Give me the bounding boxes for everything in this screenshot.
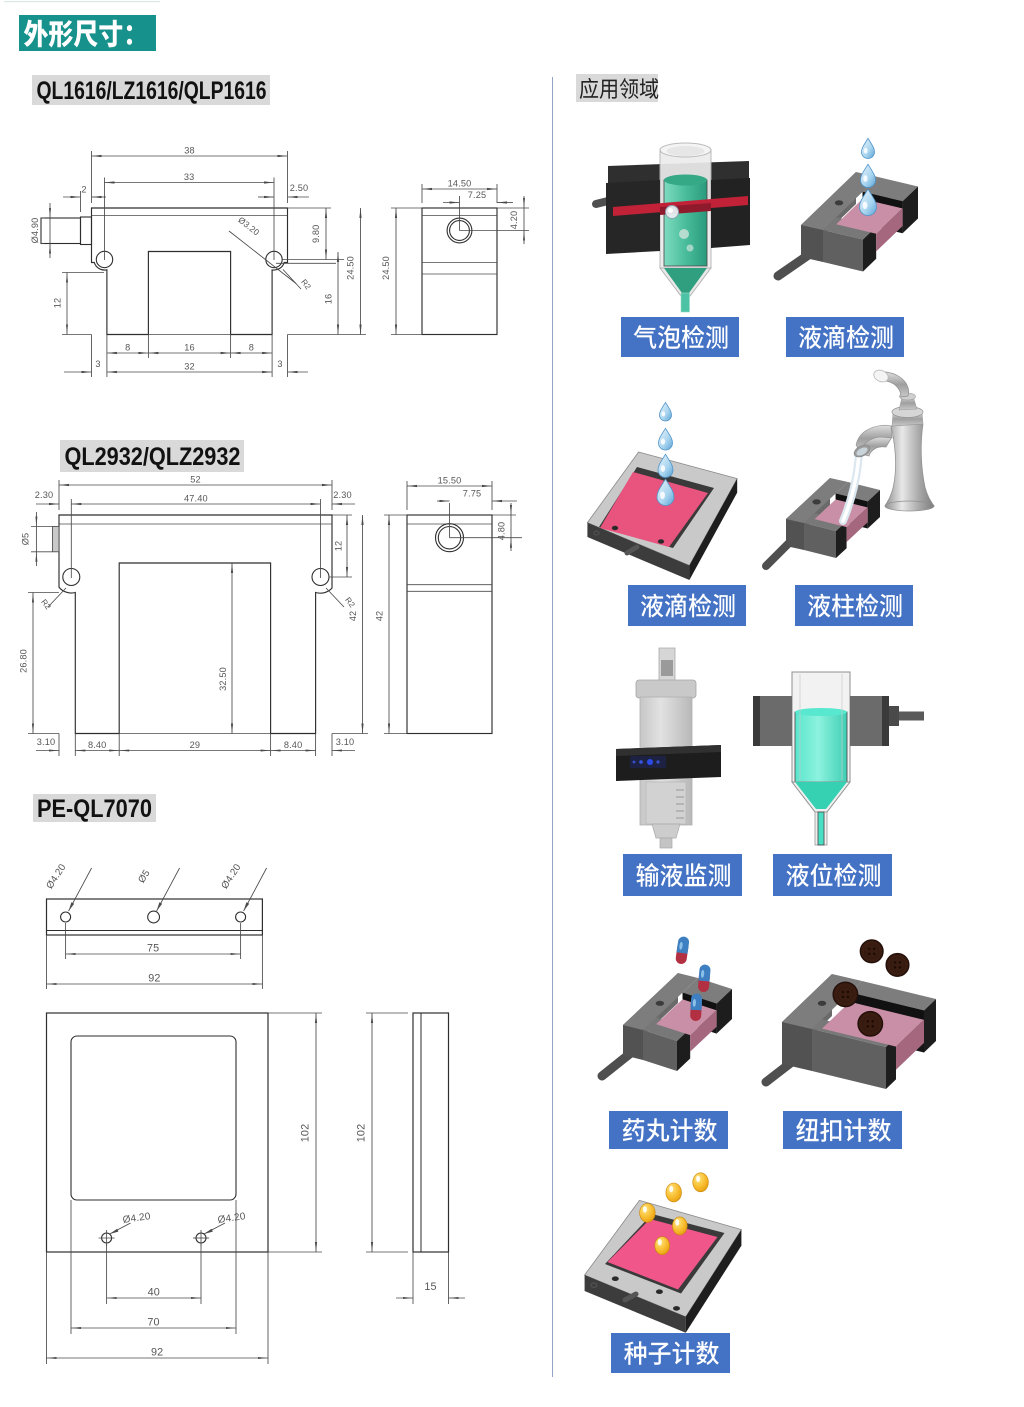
- svg-text:70: 70: [147, 1317, 159, 1329]
- svg-text:92: 92: [151, 1347, 163, 1359]
- svg-text:24.50: 24.50: [381, 256, 391, 280]
- svg-text:24.50: 24.50: [346, 256, 356, 280]
- svg-text:32: 32: [184, 362, 195, 372]
- svg-text:15: 15: [424, 1281, 436, 1293]
- svg-text:102: 102: [300, 1124, 312, 1142]
- svg-text:26.80: 26.80: [19, 649, 29, 673]
- svg-text:3.10: 3.10: [37, 737, 55, 747]
- svg-text:Ø4.90: Ø4.90: [30, 218, 40, 244]
- svg-text:8: 8: [249, 343, 254, 353]
- svg-text:16: 16: [184, 343, 195, 353]
- svg-text:4.20: 4.20: [509, 211, 519, 229]
- svg-text:4.80: 4.80: [497, 522, 507, 540]
- svg-text:12: 12: [334, 541, 344, 552]
- svg-text:3.10: 3.10: [336, 737, 354, 747]
- svg-text:9.80: 9.80: [311, 225, 321, 243]
- svg-text:8.40: 8.40: [88, 740, 106, 750]
- svg-text:R2: R2: [343, 596, 357, 610]
- svg-text:42: 42: [348, 611, 358, 622]
- svg-text:Ø4.20: Ø4.20: [44, 862, 68, 891]
- svg-text:QL1616/LZ1616/QLP1616: QL1616/LZ1616/QLP1616: [37, 77, 267, 105]
- svg-text:2.30: 2.30: [35, 490, 53, 500]
- svg-text:3: 3: [95, 359, 100, 369]
- svg-text:Ø3.20: Ø3.20: [236, 215, 261, 238]
- svg-text:38: 38: [184, 146, 195, 156]
- svg-text:QL2932/QLZ2932: QL2932/QLZ2932: [65, 443, 241, 471]
- svg-text:52: 52: [190, 475, 201, 485]
- svg-text:102: 102: [356, 1124, 368, 1142]
- svg-text:42: 42: [375, 611, 385, 622]
- svg-text:2.30: 2.30: [333, 490, 351, 500]
- svg-text:8.40: 8.40: [284, 740, 302, 750]
- svg-text:40: 40: [148, 1287, 160, 1299]
- svg-text:7.75: 7.75: [463, 489, 481, 499]
- svg-text:12: 12: [53, 298, 63, 309]
- svg-text:Ø4.20: Ø4.20: [217, 1211, 247, 1226]
- svg-text:32.50: 32.50: [218, 667, 228, 691]
- svg-text:R2: R2: [39, 598, 53, 612]
- svg-text:47.40: 47.40: [184, 494, 208, 504]
- svg-text:3: 3: [277, 359, 282, 369]
- svg-text:92: 92: [148, 973, 160, 985]
- svg-text:33: 33: [184, 172, 195, 182]
- svg-text:75: 75: [147, 943, 159, 955]
- svg-text:2.50: 2.50: [290, 183, 308, 193]
- svg-text:8: 8: [125, 343, 130, 353]
- svg-text:R2: R2: [299, 278, 313, 292]
- svg-text:15.50: 15.50: [438, 476, 462, 486]
- svg-text:PE-QL7070: PE-QL7070: [37, 795, 152, 823]
- svg-text:2: 2: [81, 185, 86, 195]
- svg-text:Ø4.20: Ø4.20: [219, 862, 243, 891]
- svg-text:Ø5: Ø5: [136, 868, 153, 886]
- svg-text:7.25: 7.25: [468, 190, 486, 200]
- svg-text:Ø5: Ø5: [21, 533, 31, 546]
- svg-text:29: 29: [190, 740, 201, 750]
- svg-text:Ø4.20: Ø4.20: [122, 1211, 152, 1226]
- svg-text:14.50: 14.50: [448, 179, 472, 189]
- svg-text:16: 16: [324, 294, 334, 305]
